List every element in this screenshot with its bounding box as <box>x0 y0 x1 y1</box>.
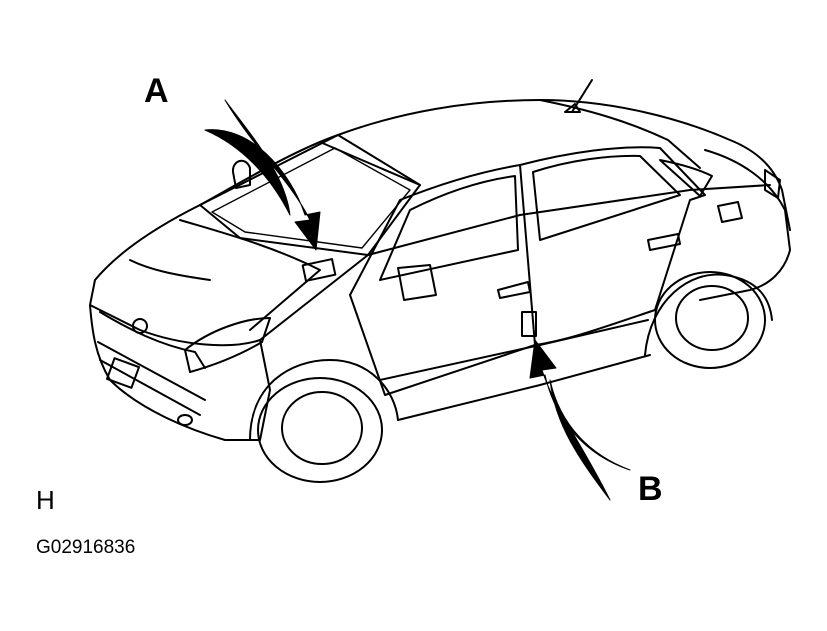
front-door-outline <box>349 164 536 396</box>
callout-arrow-b <box>529 339 631 501</box>
fog-lamp <box>177 414 193 426</box>
hood-line-2 <box>129 259 211 281</box>
callout-label-a: A <box>144 72 169 110</box>
front-door-handle <box>497 281 531 299</box>
rear-door-outline <box>519 146 706 346</box>
hood-crease <box>179 219 321 331</box>
grille-upper <box>99 311 206 369</box>
grille-lower <box>97 341 206 416</box>
taillight <box>764 169 781 199</box>
roof-outline <box>199 99 791 231</box>
rear-door-window <box>532 154 681 241</box>
rocker-panel <box>397 354 651 421</box>
front-emblem <box>132 318 148 334</box>
fuel-door <box>717 201 743 223</box>
callout-arrow-a <box>204 99 321 251</box>
front-wheel-arch <box>249 359 399 441</box>
callout-label-b: B <box>638 470 663 508</box>
rear-door-handle <box>647 233 681 251</box>
front-door-window <box>379 175 519 281</box>
front-license-plate <box>106 357 140 389</box>
hood-outline <box>89 204 369 347</box>
rear-rim <box>675 285 749 351</box>
front-fascia <box>89 304 271 441</box>
roof-rear-line <box>539 99 701 169</box>
windshield-inner <box>211 147 411 249</box>
wing-mirror-left <box>231 159 251 189</box>
figure-id-label: G02916836 <box>36 537 136 558</box>
windshield <box>199 134 421 256</box>
rear-end <box>699 149 791 301</box>
headlight <box>184 317 271 373</box>
side-mirror <box>397 264 437 301</box>
rear-quarter-window <box>659 159 713 197</box>
label-b-marker <box>521 311 537 337</box>
view-code-label: H <box>36 485 55 515</box>
front-tire <box>257 377 383 483</box>
label-a-marker <box>301 258 337 282</box>
rear-tire <box>654 271 766 369</box>
lower-body-line <box>379 319 649 381</box>
beltline <box>367 184 771 256</box>
front-rim <box>281 391 363 465</box>
antenna <box>564 79 593 113</box>
